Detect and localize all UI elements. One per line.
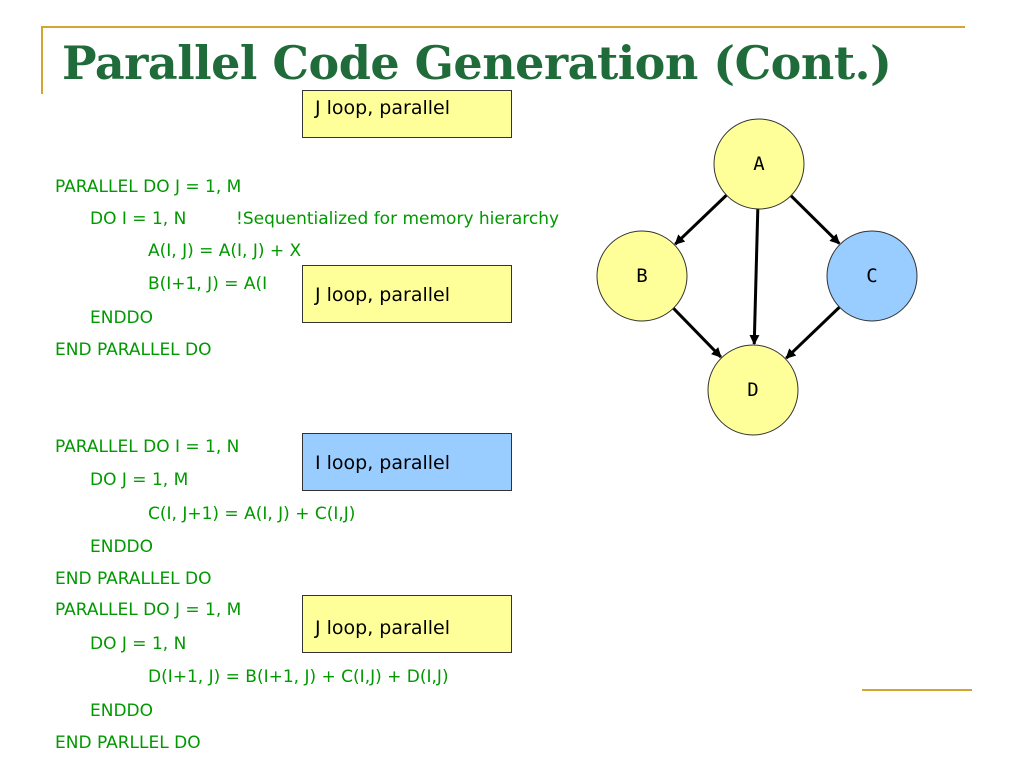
code-line: ENDDO <box>90 537 154 557</box>
callout-label: J loop, parallel <box>315 284 450 306</box>
node-d <box>707 344 799 436</box>
code-line: D(I+1, J) = B(I+1, J) + C(I,J) + D(I,J) <box>148 667 449 687</box>
callout-label: I loop, parallel <box>315 452 450 474</box>
callout-j-loop-parallel: J loop, parallel <box>302 90 512 138</box>
callout-i-loop-parallel: I loop, parallel <box>302 433 512 491</box>
node-label-d: D <box>747 379 758 401</box>
edge-b-to-d <box>670 305 722 359</box>
edge-a-to-d <box>749 206 760 346</box>
node-a <box>713 118 805 210</box>
code-line: DO I = 1, N <box>90 209 187 229</box>
code-line: PARALLEL DO J = 1, M <box>55 177 242 197</box>
code-line: ENDDO <box>90 308 154 328</box>
frame-bottom-right-line <box>862 689 972 691</box>
node-b <box>596 230 688 322</box>
code-line: DO J = 1, N <box>90 634 187 654</box>
frame-top-line <box>41 26 965 28</box>
code-line: END PARLLEL DO <box>55 733 201 753</box>
code-line: A(I, J) = A(I, J) + X <box>148 241 302 261</box>
node-c <box>826 230 918 322</box>
code-line: END PARALLEL DO <box>55 340 212 360</box>
code-line: PARALLEL DO I = 1, N <box>55 437 240 457</box>
code-line: DO J = 1, M <box>90 470 189 490</box>
code-line: C(I, J+1) = A(I, J) + C(I,J) <box>148 504 356 524</box>
callout-j-loop-parallel: J loop, parallel <box>302 265 512 323</box>
node-label-c: C <box>866 265 877 287</box>
node-label-b: B <box>636 265 647 287</box>
code-line: PARALLEL DO J = 1, M <box>55 600 242 620</box>
graph-edges <box>670 192 842 360</box>
edge-c-to-d <box>785 304 842 360</box>
callout-j-loop-parallel: J loop, parallel <box>302 595 512 653</box>
slide-title: Parallel Code Generation (Cont.) <box>62 36 892 90</box>
code-line: END PARALLEL DO <box>55 569 212 589</box>
edge-a-to-c <box>788 193 841 245</box>
frame-left-line <box>41 26 43 94</box>
node-label-a: A <box>753 153 765 175</box>
code-line: ENDDO <box>90 701 154 721</box>
graph-nodes: A B C D <box>596 118 918 436</box>
code-comment: !Sequentialized for memory hierarchy <box>236 209 560 229</box>
code-line: B(I+1, J) = A(I <box>148 274 268 294</box>
callout-label: J loop, parallel <box>315 617 450 639</box>
edge-a-to-b <box>674 192 729 246</box>
